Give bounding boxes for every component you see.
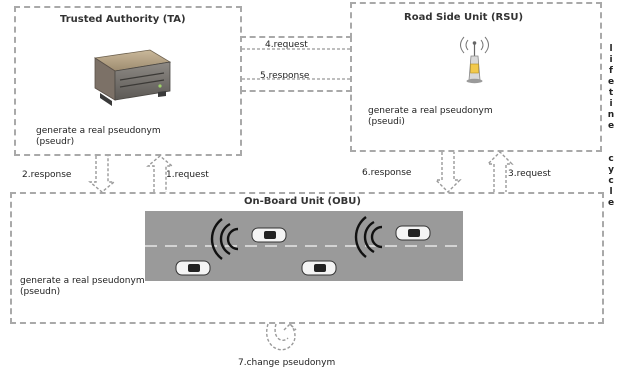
car-icon — [395, 225, 431, 241]
obu-description: generate a real pseudonym (pseudn) — [20, 276, 145, 298]
car-icon — [251, 227, 287, 243]
ta-box: Trusted Authority (TA) generate a real p… — [14, 6, 242, 156]
arrow-up-icon — [486, 151, 514, 192]
lifecycle-letter: e — [607, 77, 615, 87]
message-1-label: 1.request — [166, 170, 209, 180]
obu-title: On-Board Unit (OBU) — [244, 196, 361, 207]
lifecycle-vertical-text: l i f e t i n e c y c l e — [606, 44, 616, 209]
lifecycle-letter: c — [608, 154, 614, 164]
message-4-label: 4.request — [265, 40, 308, 50]
arrow-down-icon — [88, 156, 116, 193]
arrow-down-icon — [434, 152, 462, 193]
message-5-label: 5.response — [260, 71, 310, 81]
message-2-label: 2.response — [22, 170, 72, 180]
ta-desc-line1: generate a real pseudonym — [36, 126, 161, 136]
lifecycle-letter: l — [609, 44, 613, 54]
loop-arrow-icon — [266, 323, 297, 351]
ta-desc-line2: (pseudr) — [36, 137, 75, 147]
car-icon — [175, 260, 211, 276]
lifecycle-letter: l — [609, 187, 613, 197]
lifecycle-letter: f — [609, 66, 613, 76]
lifecycle-letter: t — [608, 88, 614, 98]
lifecycle-letter: e — [607, 121, 615, 131]
rsu-desc-line1: generate a real pseudonym — [368, 106, 493, 116]
lifecycle-letter: c — [608, 176, 614, 186]
obu-desc-line2: (pseudn) — [20, 287, 61, 297]
lifecycle-letter: n — [607, 110, 615, 120]
road-vehicles-icon — [145, 211, 463, 281]
lifecycle-letter: i — [609, 55, 613, 65]
car-icon — [301, 260, 337, 276]
obu-desc-line1: generate a real pseudonym — [20, 276, 145, 286]
rsu-title: Road Side Unit (RSU) — [404, 12, 524, 23]
ta-title: Trusted Authority (TA) — [60, 14, 186, 25]
server-icon — [93, 49, 172, 106]
message-3-label: 3.request — [508, 169, 551, 179]
ta-description: generate a real pseudonym (pseudr) — [36, 126, 161, 148]
lifecycle-letter: y — [608, 165, 614, 175]
antenna-tower-icon — [460, 36, 489, 84]
rsu-desc-line2: (pseudi) — [368, 117, 405, 127]
lifecycle-letter: e — [607, 198, 615, 208]
ta-rsu-message-box — [240, 36, 352, 92]
rsu-description: generate a real pseudonym (pseudi) — [368, 106, 493, 128]
message-6-label: 6.response — [362, 168, 412, 178]
arrow-up-icon — [146, 155, 174, 192]
message-7-label: 7.change pseudonym — [238, 358, 336, 368]
lifecycle-letter: i — [609, 99, 613, 109]
